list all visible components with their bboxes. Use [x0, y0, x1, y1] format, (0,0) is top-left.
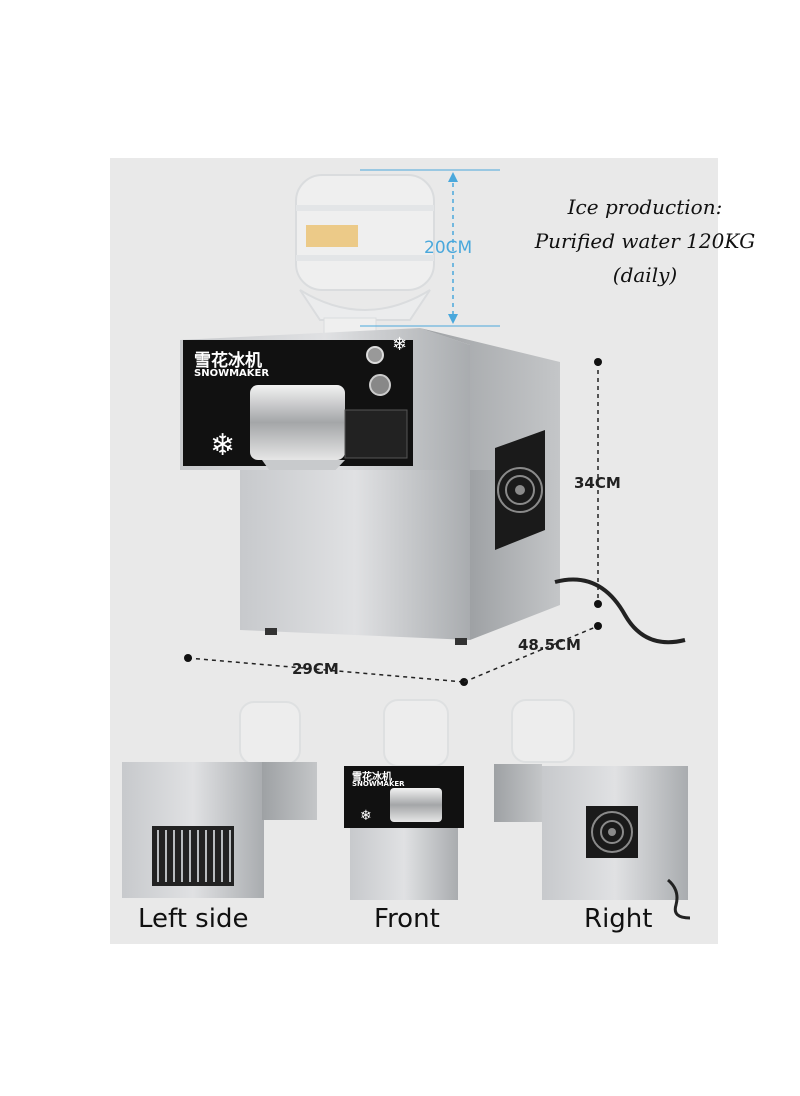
front-brand-en-label: SNOWMAKER — [352, 780, 405, 788]
front-view: ❄ — [344, 699, 464, 900]
right-label: Right — [584, 904, 653, 934]
svg-text:❄: ❄ — [392, 334, 407, 355]
left-side-view — [122, 701, 317, 898]
dimension-lines — [184, 169, 602, 686]
svg-text:❄: ❄ — [360, 808, 372, 824]
height-label: 34CM — [574, 474, 621, 492]
bottle-height-label: 20CM — [424, 238, 473, 258]
snowflake-icon: ❄ — [210, 428, 235, 463]
front-label: Front — [374, 904, 440, 934]
front-brand-cn-label: 雪花冰机 — [352, 772, 392, 783]
main-machine: ❄ ❄ — [180, 174, 686, 645]
brand-cn-label: 雪花冰机 — [194, 351, 262, 371]
width-label: 29CM — [292, 660, 339, 678]
left-side-label: Left side — [138, 904, 249, 934]
water-bottle — [295, 174, 435, 343]
ice-production-block: Ice production: Purified water 120KG (da… — [515, 190, 775, 292]
fan-grille — [495, 430, 545, 550]
brand-en-label: SNOWMAKER — [194, 368, 270, 379]
depth-label: 48.5CM — [518, 636, 581, 654]
ice-production-title: Ice production: — [567, 195, 723, 219]
ice-production-detail: Purified water 120KG (daily) — [534, 229, 756, 287]
right-view — [494, 699, 691, 920]
